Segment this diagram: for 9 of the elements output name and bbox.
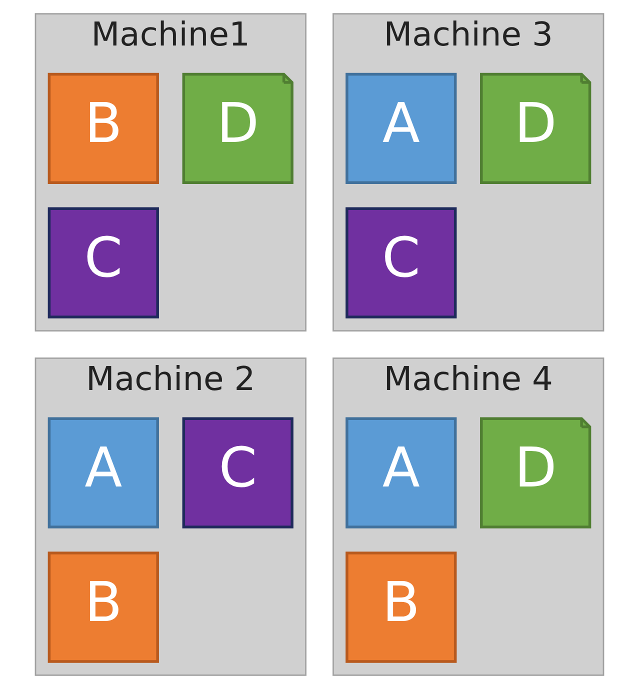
node-box: C <box>182 417 293 528</box>
node-box: B <box>47 72 158 184</box>
node-box: A <box>345 72 456 184</box>
node-box: A <box>47 417 158 528</box>
node-box: B <box>345 552 456 663</box>
node-box: C <box>47 207 158 318</box>
node-box: B <box>47 552 158 663</box>
node-box: A <box>345 417 456 528</box>
node-box: C <box>345 207 456 318</box>
